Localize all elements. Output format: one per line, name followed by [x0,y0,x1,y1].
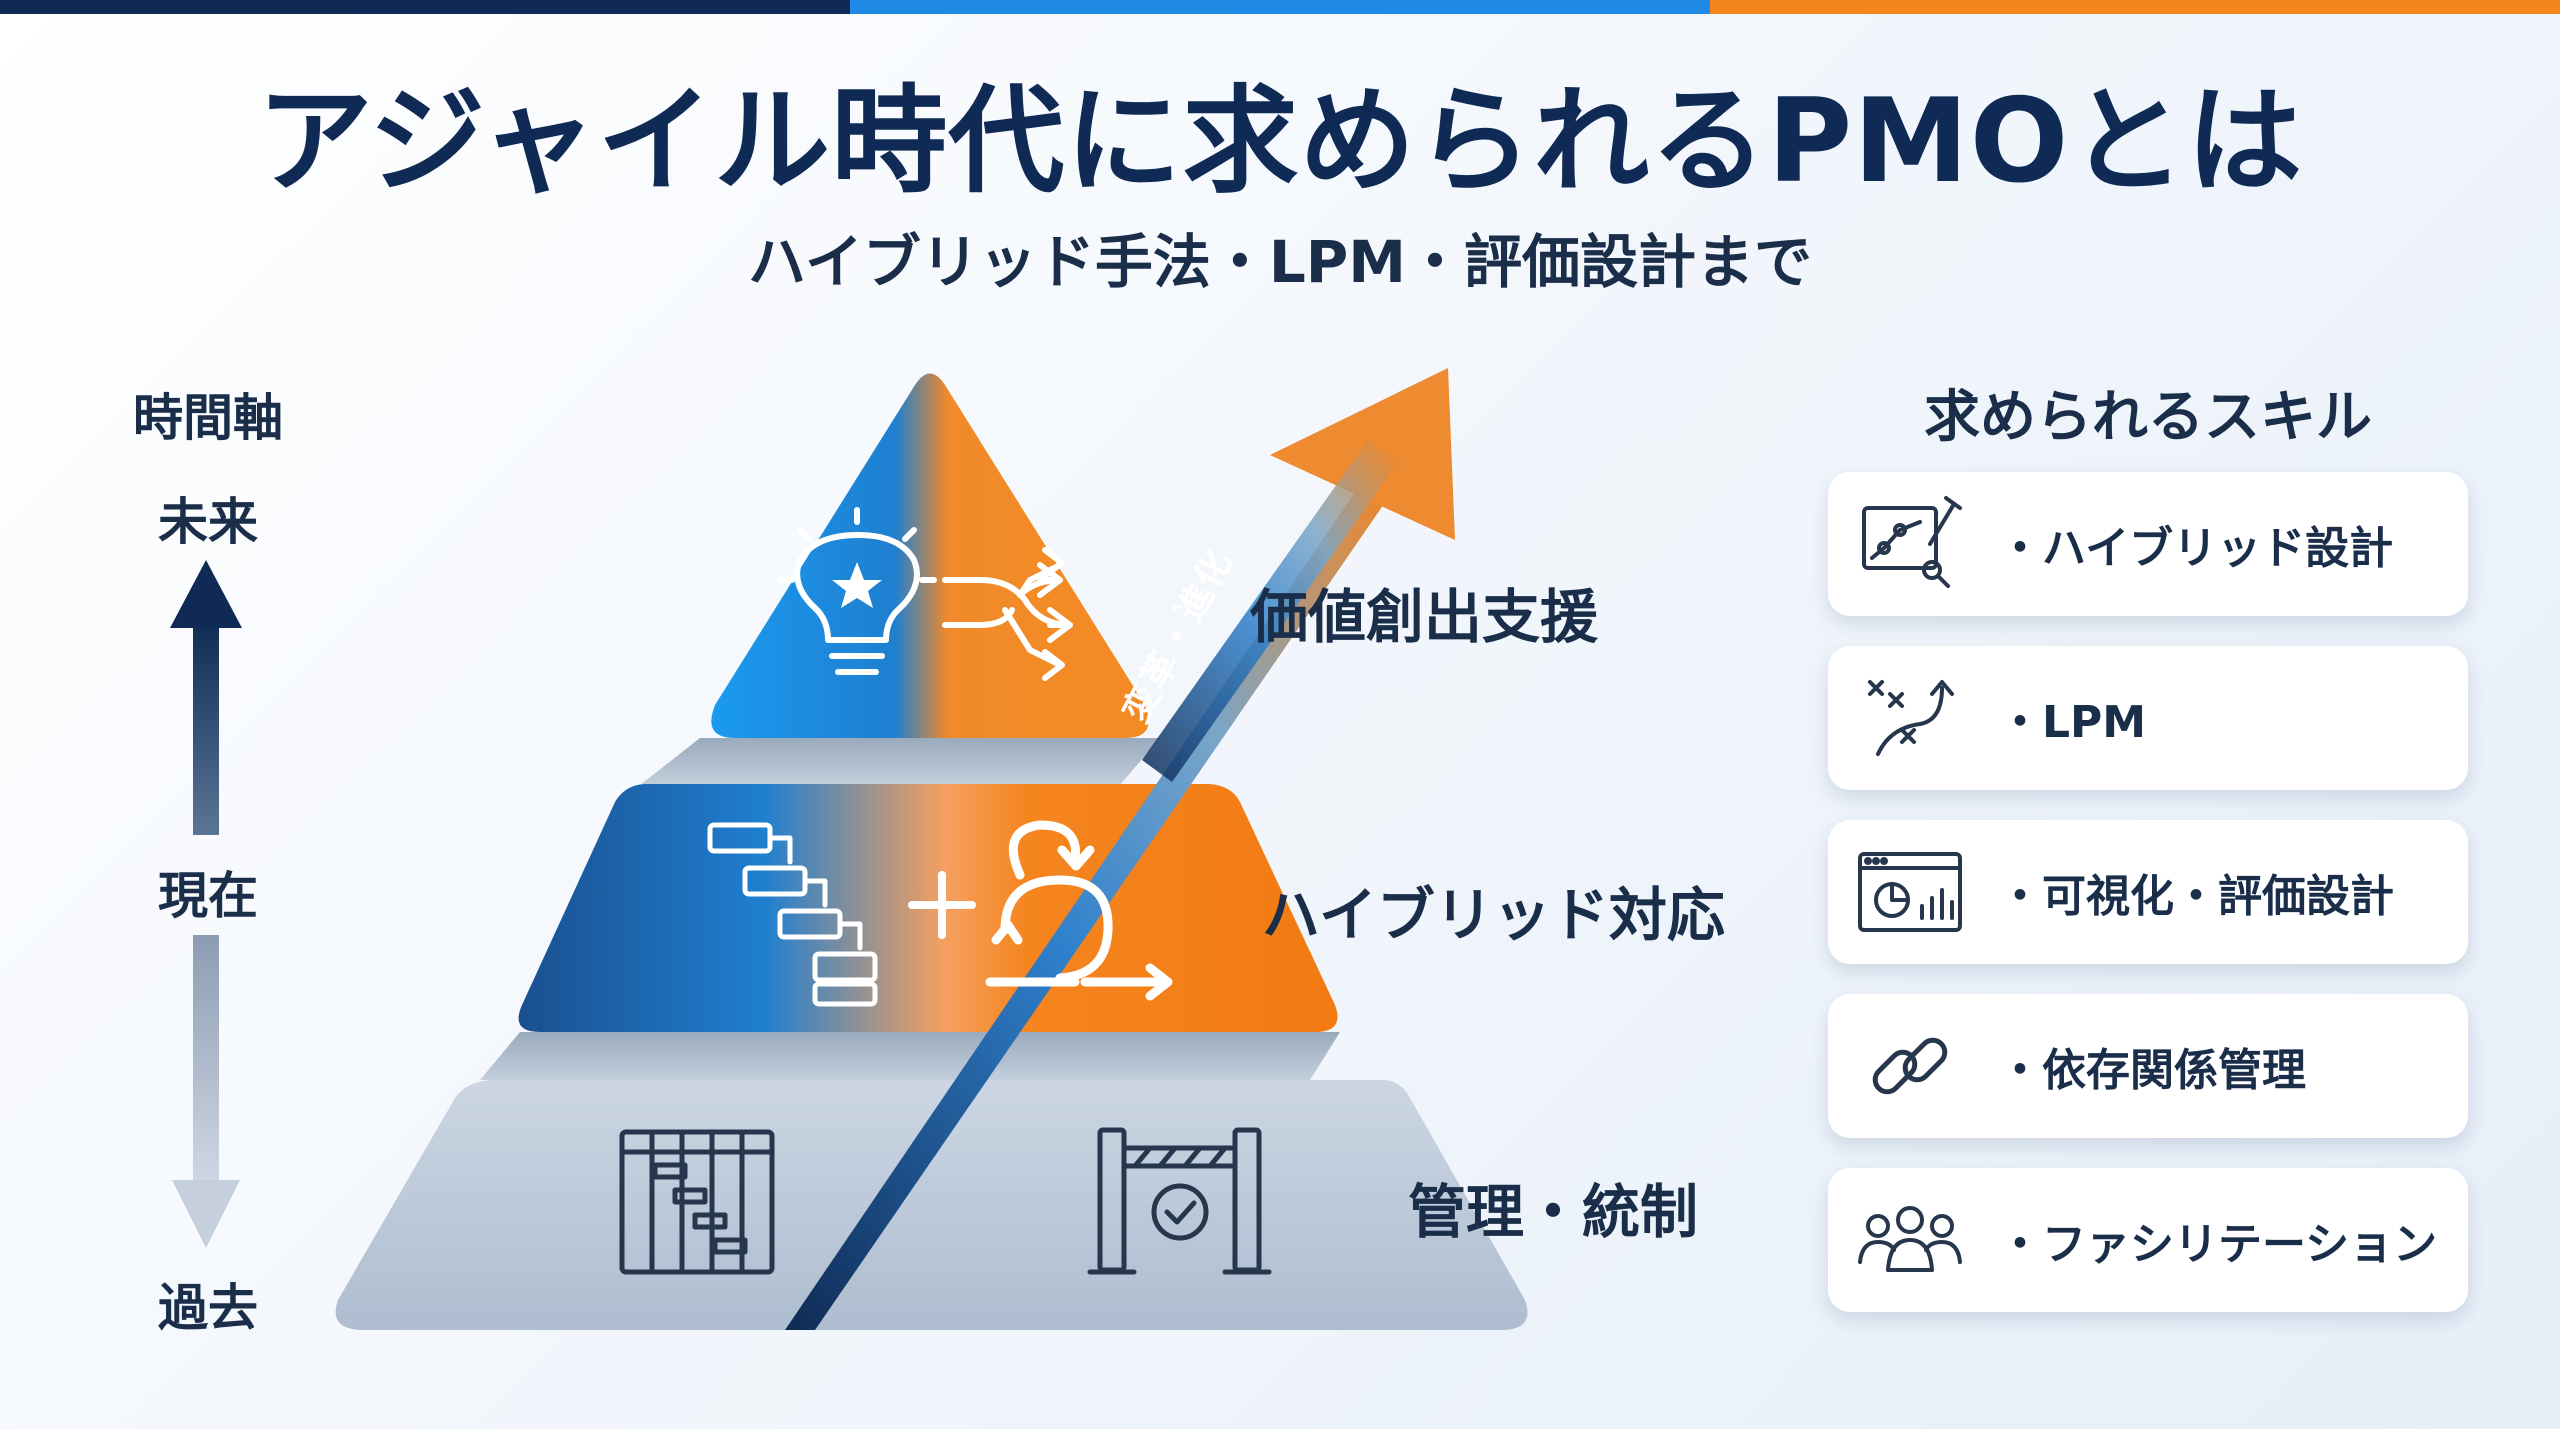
pyramid-step-mid [480,1032,1340,1080]
skill-card-visualization: ・可視化・評価設計 [1828,820,2468,964]
transformation-arrow [785,368,1455,1330]
skill-card-facilitation: ・ファシリテーション [1828,1168,2468,1312]
pyramid-step-top [640,738,1160,785]
design-board-icon [1862,496,1962,588]
time-axis-past-label: 過去 [158,1279,258,1337]
page-subtitle: ハイブリッド手法・LPM・評価設計まで [747,228,1813,296]
skill-label-hybrid-design: ・ハイブリッド設計 [1998,523,2394,574]
top-accent-bar-navy [0,0,850,14]
gantt-chart-icon [619,1129,775,1275]
skills-title: 求められるスキル [1924,385,2372,450]
time-axis-future-label: 未来 [158,493,258,551]
skill-card-hybrid-design: ・ハイブリッド設計 [1828,472,2468,616]
top-accent-bar-orange [1710,0,2560,14]
skill-label-visualization: ・可視化・評価設計 [1998,871,2394,922]
skill-card-lpm: ・LPM [1828,646,2468,790]
plus-icon [908,871,976,939]
agile-cycle-icon [985,820,1173,1001]
strategy-play-icon [1868,680,1954,756]
pyramid-layer-base-label: 管理・統制 [1408,1178,1699,1246]
dashboard-icon [1858,852,1962,932]
page-title: アジャイル時代に求められるPMOとは [256,74,2304,209]
skill-label-dependency: ・依存関係管理 [1998,1045,2306,1096]
shuffle-icon [942,547,1073,681]
skill-label-facilitation: ・ファシリテーション [1998,1219,2438,1270]
pyramid-layer-base [335,1080,1528,1330]
time-axis-present-label: 現在 [158,867,258,925]
skill-label-lpm: ・LPM [1998,697,2147,748]
time-axis-up-arrow [170,560,242,835]
time-axis-down-arrow [172,935,240,1248]
pyramid-layer-top [711,373,1149,738]
pyramid-layer-middle-label: ハイブリッド対応 [1262,881,1725,949]
pyramid-layer-top-label: 価値創出支援 [1250,583,1599,651]
lightbulb-star-icon [777,507,937,675]
chain-link-icon [1872,1037,1948,1095]
gate-check-icon [1087,1127,1272,1275]
team-icon [1858,1206,1962,1272]
time-axis-title: 時間軸 [133,389,283,447]
skill-card-dependency: ・依存関係管理 [1828,994,2468,1138]
waterfall-icon [707,822,878,1007]
top-accent-bar-blue [850,0,1710,14]
